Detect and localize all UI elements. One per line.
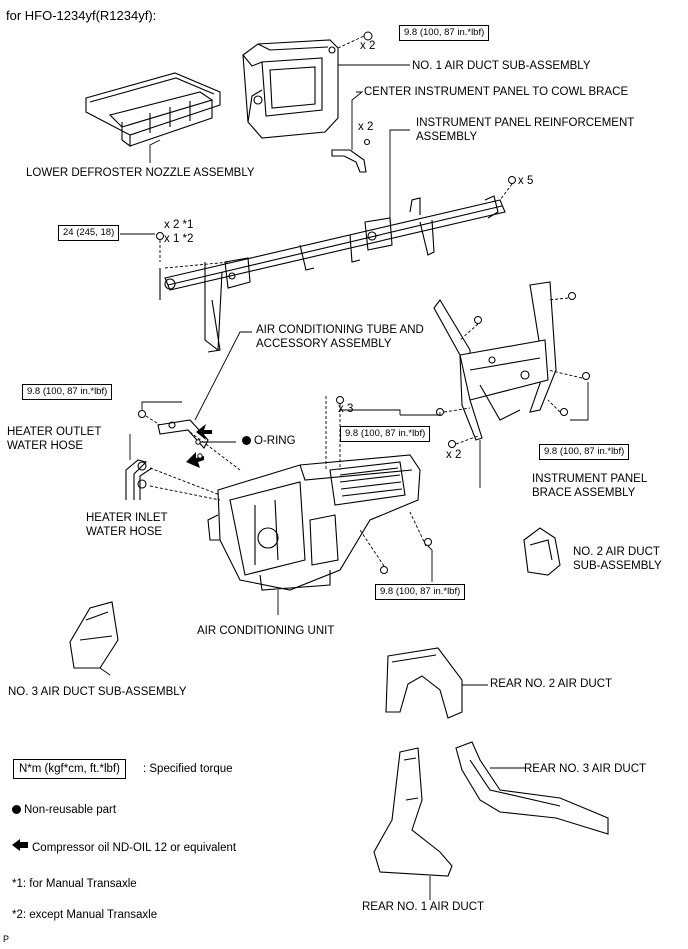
label-ac-unit: AIR CONDITIONING UNIT [197,625,335,637]
reinforcement-drawing [159,195,506,353]
compressor-oil-arrows [186,424,212,468]
torque-box-bottom: 9.8 (100, 87 in.*lbf) [375,584,466,600]
label-rear-no3-air-duct: REAR NO. 3 AIR DUCT [524,763,647,775]
qty-x1-non-mt: x 1 *2 [164,233,194,245]
ac-tube-drawing [157,419,209,449]
torque-box-center: 9.8 (100, 87 in.*lbf) [340,426,431,442]
no3-air-duct-drawing [69,601,119,669]
legend-compressor-oil: Compressor oil ND-OIL 12 or equivalent [12,839,236,855]
label-heater-inlet-line1: HEATER INLET [86,512,168,524]
label-no1-air-duct: NO. 1 AIR DUCT SUB-ASSEMBLY [412,60,591,72]
label-lower-defroster: LOWER DEFROSTER NOZZLE ASSEMBLY [26,167,255,179]
label-center-brace: CENTER INSTRUMENT PANEL TO COWL BRACE [364,86,629,98]
o-ring-text: O-RING [254,435,296,447]
center-brace-drawing [331,138,371,173]
torque-box-left: 9.8 (100, 87 in.*lbf) [22,384,113,400]
qty-x2-mt: x 2 *1 [164,219,194,231]
label-no2-air-duct-line1: NO. 2 AIR DUCT [573,546,660,558]
no1-air-duct-drawing [242,39,339,139]
qty-x5: x 5 [518,175,534,187]
label-no3-air-duct: NO. 3 AIR DUCT SUB-ASSEMBLY [8,686,187,698]
non-reusable-dot-icon [12,805,21,814]
label-rear-no1-air-duct: REAR NO. 1 AIR DUCT [362,901,485,913]
heater-hoses-drawing [125,459,153,500]
panel-brace-drawing [433,281,557,441]
legend-torque-desc: : Specified torque [143,763,233,775]
compressor-oil-arrow-icon [12,839,20,851]
torque-box-top: 9.8 (100, 87 in.*lbf) [399,25,490,41]
rear-no1-air-duct-drawing [373,747,453,877]
label-rear-no2-air-duct: REAR NO. 2 AIR DUCT [490,678,613,690]
legend-non-reusable: Non-reusable part [12,803,116,817]
fasteners [138,31,590,574]
legend-note-1: *1: for Manual Transaxle [12,878,137,890]
label-heater-outlet-line1: HEATER OUTLET [7,426,102,438]
page-title: for HFO-1234yf(R1234yf): [6,8,157,23]
label-heater-outlet-line2: WATER HOSE [7,440,84,452]
no2-air-duct-drawing [523,527,561,576]
label-panel-brace-line2: BRACE ASSEMBLY [532,487,636,499]
label-reinforcement-line2: ASSEMBLY [416,131,478,143]
rear-no2-air-duct-drawing [385,647,463,719]
ac-unit-drawing [207,454,421,591]
label-panel-brace-line1: INSTRUMENT PANEL [532,473,648,485]
compressor-oil-arrow-tail [20,842,28,848]
qty-x3: x 3 [338,403,354,415]
legend-note-2: *2: except Manual Transaxle [12,909,158,921]
label-o-ring: O-RING [242,434,296,448]
page-mark: P [3,934,10,944]
lower-defroster-drawing [85,72,221,148]
label-ac-tube-line2: ACCESSORY ASSEMBLY [256,338,392,350]
non-reusable-dot-icon [242,436,251,445]
rear-no3-air-duct-drawing [455,741,609,835]
legend-compressor-oil-text: Compressor oil ND-OIL 12 or equivalent [32,842,237,854]
qty-x2-brace: x 2 [358,121,374,133]
torque-box-right: 9.8 (100, 87 in.*lbf) [539,444,630,460]
torque-box-24: 24 (245, 18) [58,225,120,241]
legend-non-reusable-text: Non-reusable part [24,804,117,816]
label-heater-inlet-line2: WATER HOSE [86,526,163,538]
label-no2-air-duct-line2: SUB-ASSEMBLY [573,560,662,572]
legend-torque-unit-box: N*m (kgf*cm, ft.*lbf) [13,759,126,779]
qty-x2-top: x 2 [360,40,376,52]
qty-x2-brace-bolt: x 2 [446,449,462,461]
label-reinforcement-line1: INSTRUMENT PANEL REINFORCEMENT [416,117,635,129]
label-ac-tube-line1: AIR CONDITIONING TUBE AND [256,324,424,336]
leader-lines [99,64,589,900]
